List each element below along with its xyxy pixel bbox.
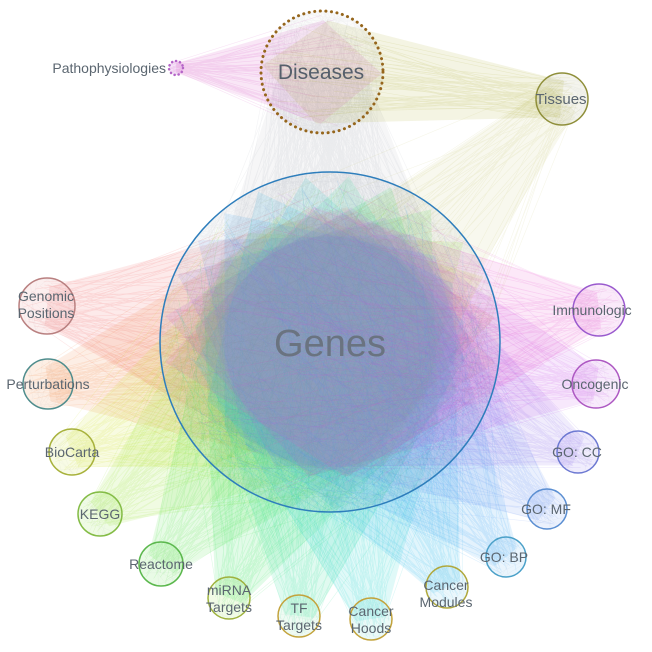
edge-lines-go_cc-genes	[185, 189, 597, 487]
nodes	[18, 9, 626, 641]
node-oncogenic[interactable]	[571, 359, 621, 409]
edge-lines-immunologic-genes	[174, 188, 622, 493]
node-biocarta[interactable]	[48, 428, 96, 476]
edge-bundle-pathophysiologies-diseases	[175, 20, 382, 124]
edge-lines-cancer_hoods-genes	[173, 188, 483, 638]
node-labels: Genes Diseases PathophysiologiesTissuesGen…	[6, 60, 631, 636]
edge-bundle-go_mf-genes	[198, 234, 556, 521]
node-texture-genes	[159, 171, 501, 513]
node-texture-diseases	[260, 10, 384, 134]
edge-bundle-cancer_hoods-genes	[195, 177, 465, 622]
edge-lines-tissues-genes	[183, 76, 581, 460]
node-label-go_bp: GO: BP	[480, 549, 528, 565]
edge-lines-pathophysiologies-diseases	[169, 15, 364, 126]
node-go_cc[interactable]	[556, 430, 600, 474]
edge-bundle-go_bp-genes	[224, 213, 517, 566]
node-cancer_modules[interactable]	[425, 565, 469, 609]
edge-lines-mirna_targets-genes	[174, 183, 483, 615]
node-go_bp[interactable]	[485, 536, 527, 578]
node-perturbations[interactable]	[22, 358, 74, 410]
node-tissues[interactable]	[535, 72, 589, 126]
edge-bundle-reactome-genes	[148, 209, 439, 574]
node-label-perturbations: Perturbations	[6, 376, 89, 392]
edge-bundle-immunologic-genes	[164, 207, 602, 477]
node-label-kegg: KEGG	[80, 506, 120, 522]
node-label-pathophysiologies: Pathophysiologies	[52, 60, 166, 76]
edge-lines-tissues-diseases	[265, 26, 582, 121]
edge-bundle-genomic_positions-genes	[44, 207, 496, 477]
node-go_mf[interactable]	[526, 488, 568, 530]
node-texture-biocarta	[48, 428, 94, 476]
edge-lines-biocarta-genes	[51, 201, 480, 493]
node-texture-immunologic	[573, 283, 626, 337]
edge-bundle-tissues-diseases	[262, 20, 564, 124]
edge-lines-tf_targets-genes	[177, 198, 482, 634]
node-tf_targets[interactable]	[277, 594, 321, 638]
node-genomic_positions[interactable]	[18, 277, 76, 335]
node-label-immunologic: Immunologic	[552, 302, 631, 318]
edge-bundle-kegg-genes	[90, 233, 464, 527]
edge-lines-go_bp-genes	[191, 180, 522, 574]
node-label-reactome: Reactome	[129, 556, 193, 572]
edge-lines-kegg-genes	[80, 185, 483, 533]
node-label-oncogenic: Oncogenic	[562, 376, 629, 392]
edge-bundle-perturbations-genes	[45, 207, 495, 477]
node-kegg[interactable]	[77, 491, 123, 537]
node-mirna_targets[interactable]	[207, 576, 251, 620]
node-reactome[interactable]	[138, 541, 184, 587]
edge-bundles	[22, 15, 622, 638]
edge-bundle-tissues-genes	[215, 86, 576, 463]
node-label-go_mf: GO: MF	[521, 501, 571, 517]
node-label-go_cc: GO: CC	[552, 444, 602, 460]
node-immunologic[interactable]	[572, 283, 626, 337]
node-texture-oncogenic	[571, 359, 620, 408]
edge-lines-go_mf-genes	[172, 190, 565, 525]
node-texture-mirna_targets	[207, 576, 251, 620]
edge-bundle-go_cc-genes	[177, 217, 584, 467]
node-texture-tissues	[535, 72, 589, 126]
node-genes[interactable]	[159, 171, 501, 513]
node-pathophysiologies[interactable]	[167, 59, 185, 77]
edge-bundle-diseases-genes	[190, 70, 470, 509]
edge-lines-cancer_modules-genes	[186, 198, 469, 604]
edge-bundle-cancer_modules-genes	[207, 191, 461, 594]
node-texture-perturbations	[22, 358, 74, 409]
edge-lines-perturbations-genes	[26, 195, 485, 500]
node-cancer_hoods[interactable]	[349, 597, 393, 641]
edge-bundle-tf_targets-genes	[194, 176, 466, 618]
node-label-tissues: Tissues	[535, 91, 586, 108]
edge-lines-reactome-genes	[141, 189, 491, 583]
edge-lines-genomic_positions-genes	[22, 187, 478, 499]
node-diseases[interactable]	[259, 9, 385, 135]
node-label-diseases: Diseases	[278, 61, 364, 84]
node-label-genes: Genes	[274, 323, 386, 365]
edge-lines-diseases-genes	[173, 18, 492, 503]
node-label-biocarta: BioCarta	[45, 444, 100, 460]
edge-bundle-biocarta-genes	[65, 216, 484, 468]
edge-bundle-oncogenic-genes	[165, 207, 599, 477]
